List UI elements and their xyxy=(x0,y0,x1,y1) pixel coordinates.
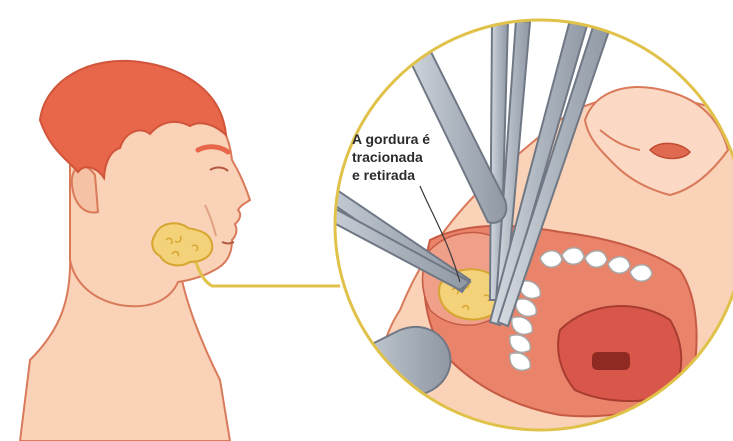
annotation-line-3: e retirada xyxy=(352,167,415,183)
annotation-line-2: tracionada xyxy=(352,149,423,165)
head-profile xyxy=(20,61,250,441)
throat-shadow xyxy=(592,352,630,370)
retractor-icon xyxy=(340,327,450,420)
annotation-line-1: A gordura é xyxy=(352,131,430,147)
closeup-circle xyxy=(290,20,733,441)
